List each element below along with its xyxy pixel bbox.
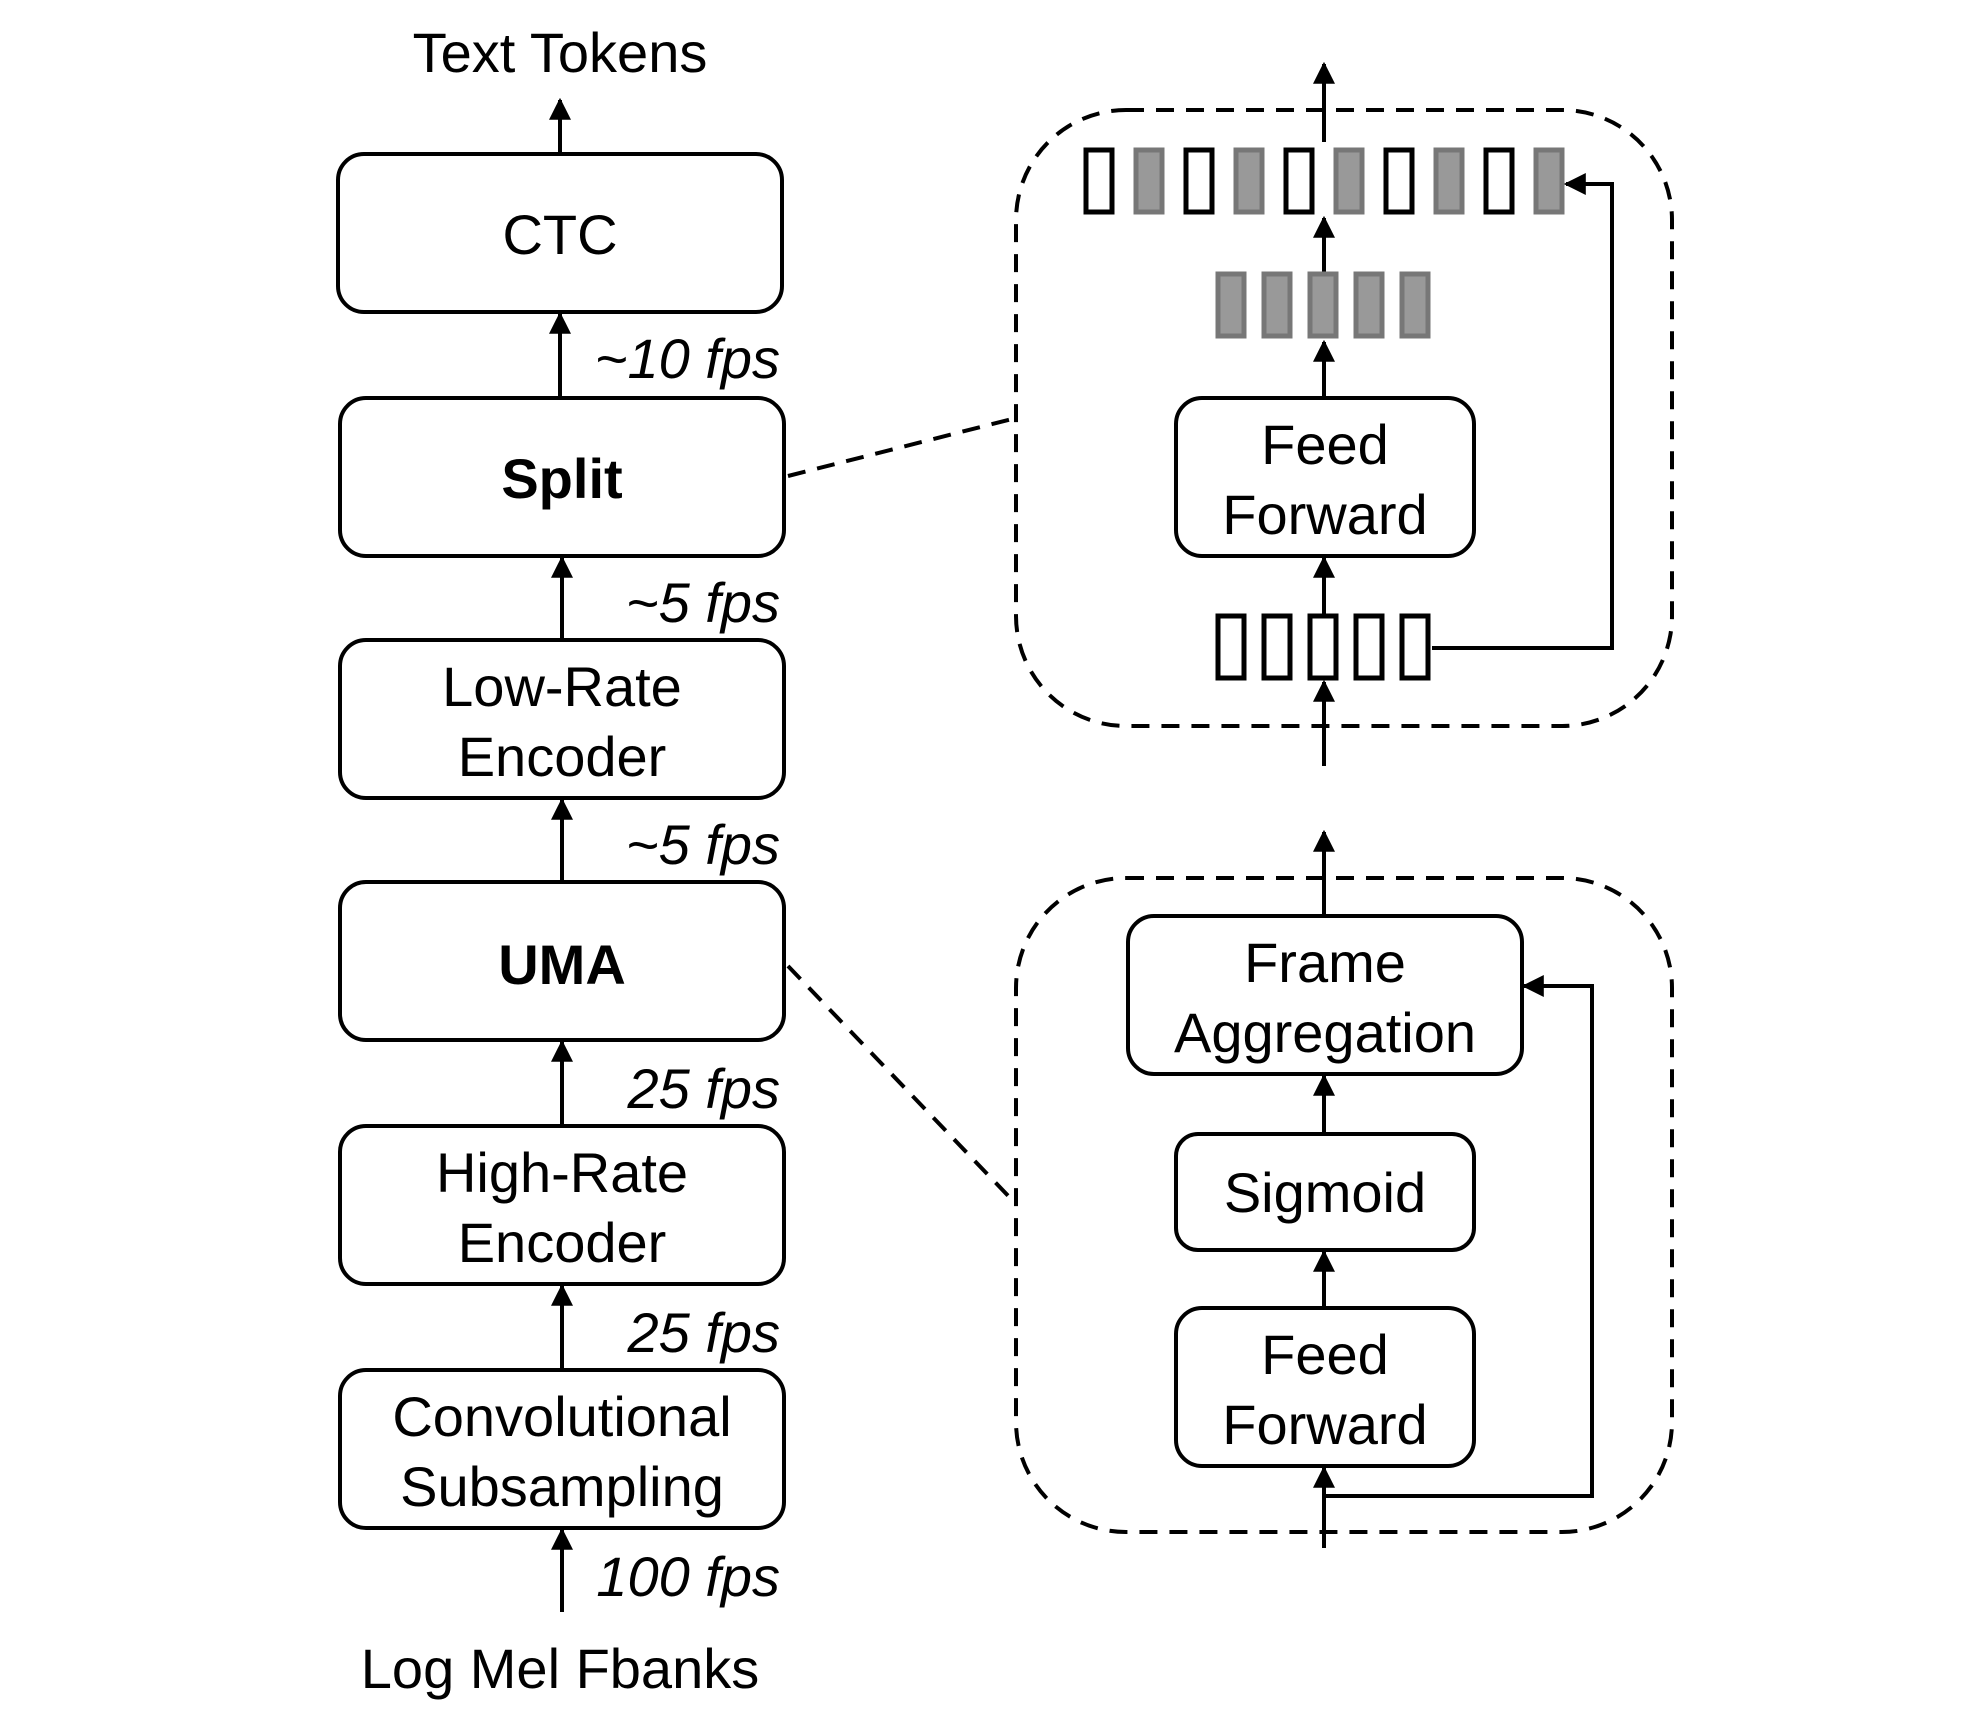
projected-token bbox=[1261, 271, 1293, 339]
output-token bbox=[1233, 147, 1265, 215]
uma-detail-panel bbox=[1014, 876, 1674, 1534]
conv-label-line2: Subsampling bbox=[400, 1455, 724, 1518]
rate-after-high-rate: 25 fps bbox=[626, 1057, 780, 1120]
output-token bbox=[1083, 147, 1115, 215]
output-token bbox=[1333, 147, 1365, 215]
uma-zoom-connector bbox=[786, 964, 1018, 1206]
input-token bbox=[1215, 613, 1247, 681]
output-token bbox=[1433, 147, 1465, 215]
rate-after-split: ~10 fps bbox=[595, 327, 780, 390]
split-projected-tokens bbox=[1215, 271, 1431, 339]
split-zoom-connector bbox=[787, 416, 1017, 478]
rate-input: 100 fps bbox=[596, 1545, 780, 1608]
low-rate-label-line1: Low-Rate bbox=[442, 655, 682, 718]
split-ff-label-line2: Forward bbox=[1222, 483, 1427, 546]
split-skip-connection bbox=[1432, 173, 1614, 650]
split-input-tokens bbox=[1215, 613, 1431, 681]
output-token bbox=[1283, 147, 1315, 215]
uma-skip-connection bbox=[1324, 975, 1594, 1498]
output-token bbox=[1533, 147, 1565, 215]
projected-token bbox=[1215, 271, 1247, 339]
input-token bbox=[1399, 613, 1431, 681]
conv-label-line1: Convolutional bbox=[392, 1385, 731, 1448]
output-token bbox=[1483, 147, 1515, 215]
projected-token bbox=[1307, 271, 1339, 339]
rate-after-uma: ~5 fps bbox=[626, 813, 780, 876]
input-token bbox=[1353, 613, 1385, 681]
frame-agg-label-line1: Frame bbox=[1244, 931, 1406, 994]
output-token bbox=[1383, 147, 1415, 215]
low-rate-label-line2: Encoder bbox=[458, 725, 667, 788]
input-token bbox=[1307, 613, 1339, 681]
sigmoid-label: Sigmoid bbox=[1224, 1161, 1426, 1224]
rate-after-low-rate: ~5 fps bbox=[626, 571, 780, 634]
split-label: Split bbox=[501, 447, 622, 510]
ctc-label: CTC bbox=[502, 203, 617, 266]
frame-agg-label-line2: Aggregation bbox=[1174, 1001, 1476, 1064]
uma-label: UMA bbox=[498, 933, 626, 996]
uma-ff-label-line1: Feed bbox=[1261, 1323, 1389, 1386]
output-token bbox=[1133, 147, 1165, 215]
projected-token bbox=[1399, 271, 1431, 339]
high-rate-label-line1: High-Rate bbox=[436, 1141, 688, 1204]
split-output-tokens bbox=[1083, 147, 1565, 215]
rate-after-conv: 25 fps bbox=[626, 1301, 780, 1364]
high-rate-label-line2: Encoder bbox=[458, 1211, 667, 1274]
uma-ff-label-line2: Forward bbox=[1222, 1393, 1427, 1456]
input-token bbox=[1261, 613, 1293, 681]
output-label: Text Tokens bbox=[413, 21, 708, 84]
projected-token bbox=[1353, 271, 1385, 339]
input-label: Log Mel Fbanks bbox=[361, 1637, 759, 1700]
split-ff-label-line1: Feed bbox=[1261, 413, 1389, 476]
split-detail-panel bbox=[1014, 108, 1674, 728]
output-token bbox=[1183, 147, 1215, 215]
